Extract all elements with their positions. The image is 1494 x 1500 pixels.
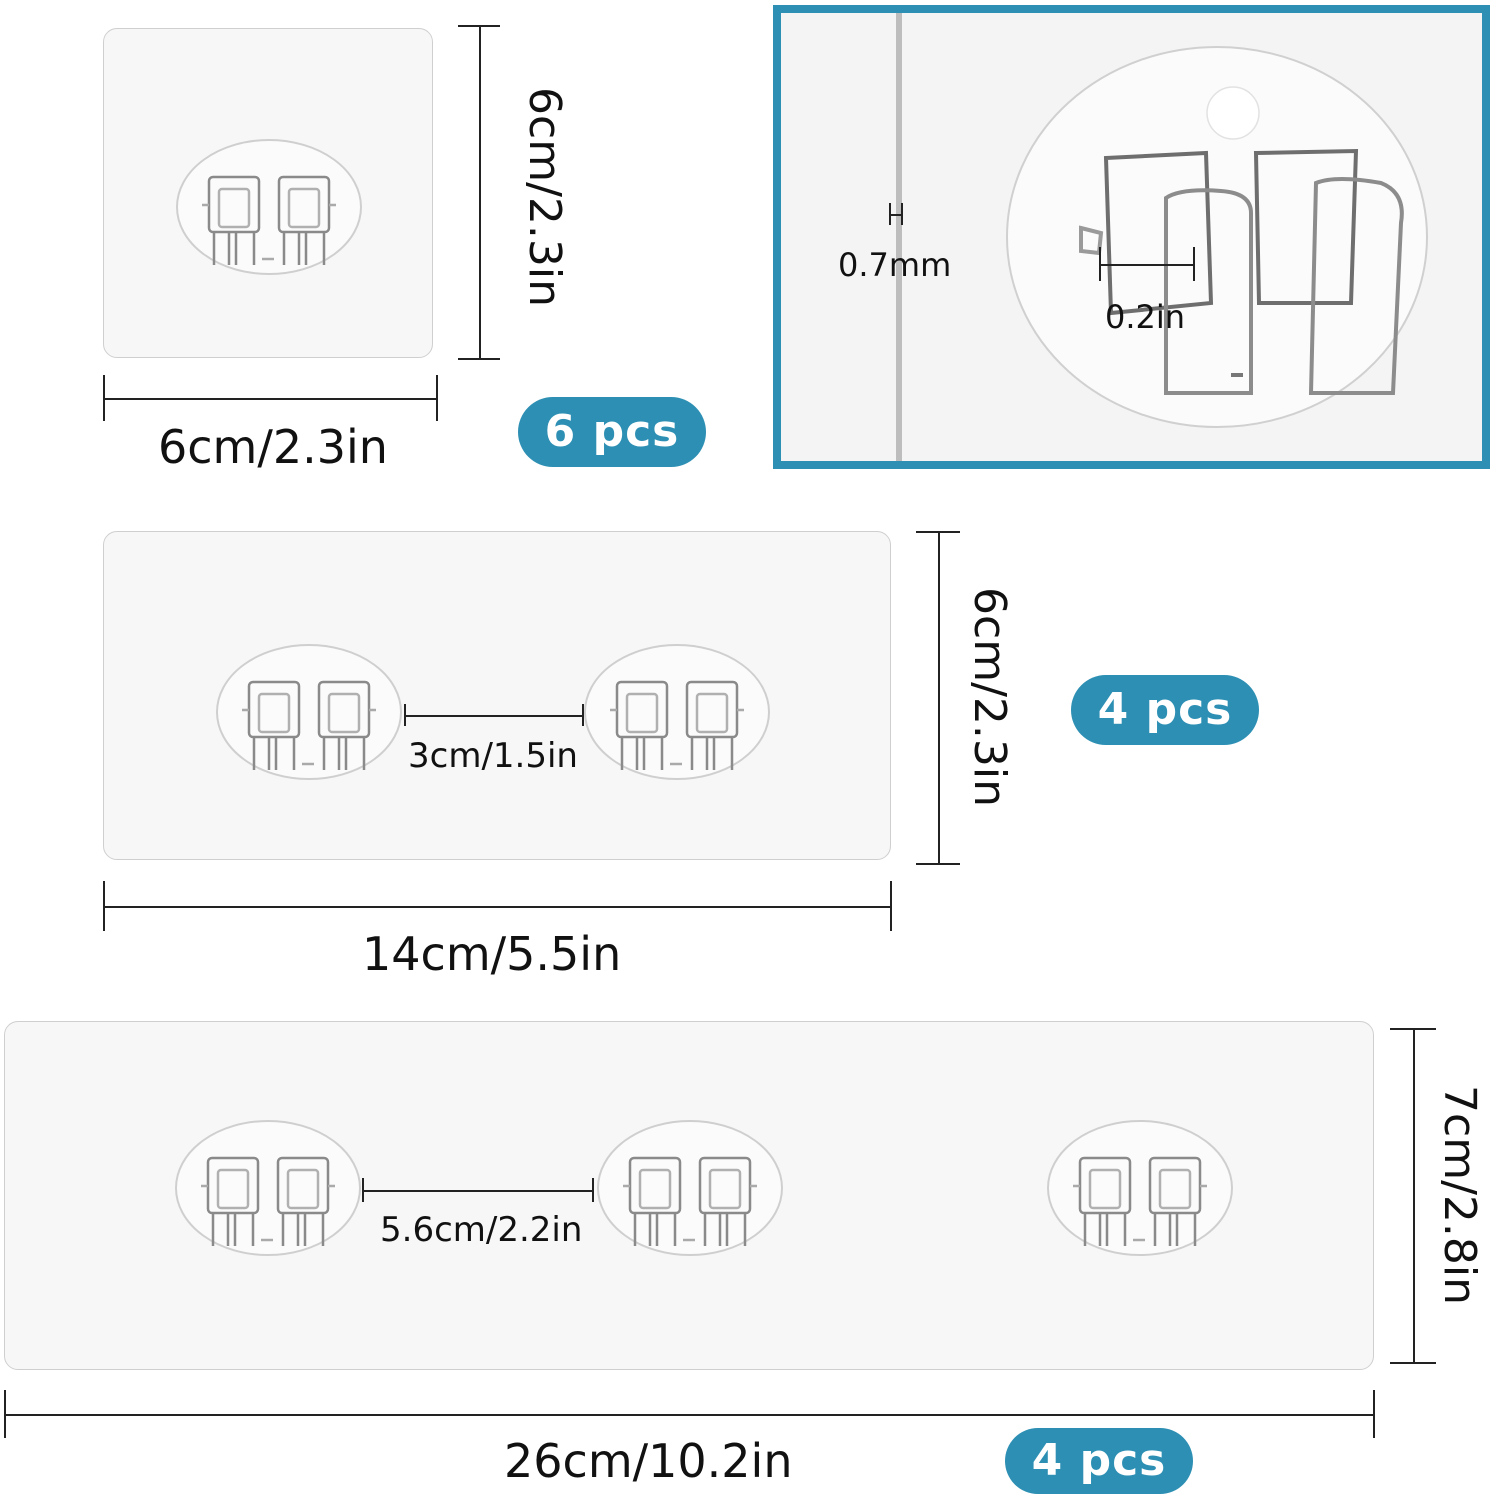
thickness-dimension bbox=[889, 203, 903, 225]
hook-set-icon bbox=[174, 137, 364, 277]
large-height-label: 7cm/2.8in bbox=[1434, 1085, 1485, 1305]
medium-adhesive-plate bbox=[103, 531, 891, 860]
small-width-label: 6cm/2.3in bbox=[158, 420, 388, 474]
medium-width-label: 14cm/5.5in bbox=[362, 927, 622, 981]
small-adhesive-plate bbox=[103, 28, 433, 358]
gap-label: 0.2in bbox=[1105, 298, 1186, 336]
small-width-dimension bbox=[103, 375, 438, 421]
medium-height-label: 6cm/2.3in bbox=[964, 587, 1015, 807]
large-adhesive-plate bbox=[4, 1021, 1374, 1370]
medium-spacing-label: 3cm/1.5in bbox=[408, 736, 578, 776]
hook-set-middle-icon bbox=[595, 1118, 785, 1258]
small-qty-badge: 6 pcs bbox=[518, 397, 706, 467]
medium-qty-badge: 4 pcs bbox=[1071, 675, 1259, 745]
large-qty-badge: 4 pcs bbox=[1005, 1428, 1193, 1494]
medium-spacing-dimension bbox=[404, 704, 584, 726]
hook-set-right-icon bbox=[1045, 1118, 1235, 1258]
gap-dimension bbox=[1099, 247, 1195, 281]
medium-height-dimension bbox=[916, 531, 960, 865]
hook-set-left-icon bbox=[173, 1118, 363, 1258]
large-width-label: 26cm/10.2in bbox=[504, 1434, 793, 1488]
small-height-dimension bbox=[458, 25, 500, 360]
medium-width-dimension bbox=[103, 881, 892, 931]
thickness-label: 0.7mm bbox=[838, 246, 952, 284]
detail-inset bbox=[773, 5, 1490, 469]
large-spacing-dimension bbox=[362, 1178, 594, 1202]
large-spacing-label: 5.6cm/2.2in bbox=[380, 1210, 583, 1250]
hook-set-left-icon bbox=[214, 642, 404, 782]
hook-set-right-icon bbox=[582, 642, 772, 782]
small-height-label: 6cm/2.3in bbox=[519, 87, 570, 307]
hook-closeup-illustration bbox=[896, 13, 1428, 461]
large-height-dimension bbox=[1390, 1028, 1436, 1364]
large-width-dimension bbox=[4, 1390, 1375, 1438]
